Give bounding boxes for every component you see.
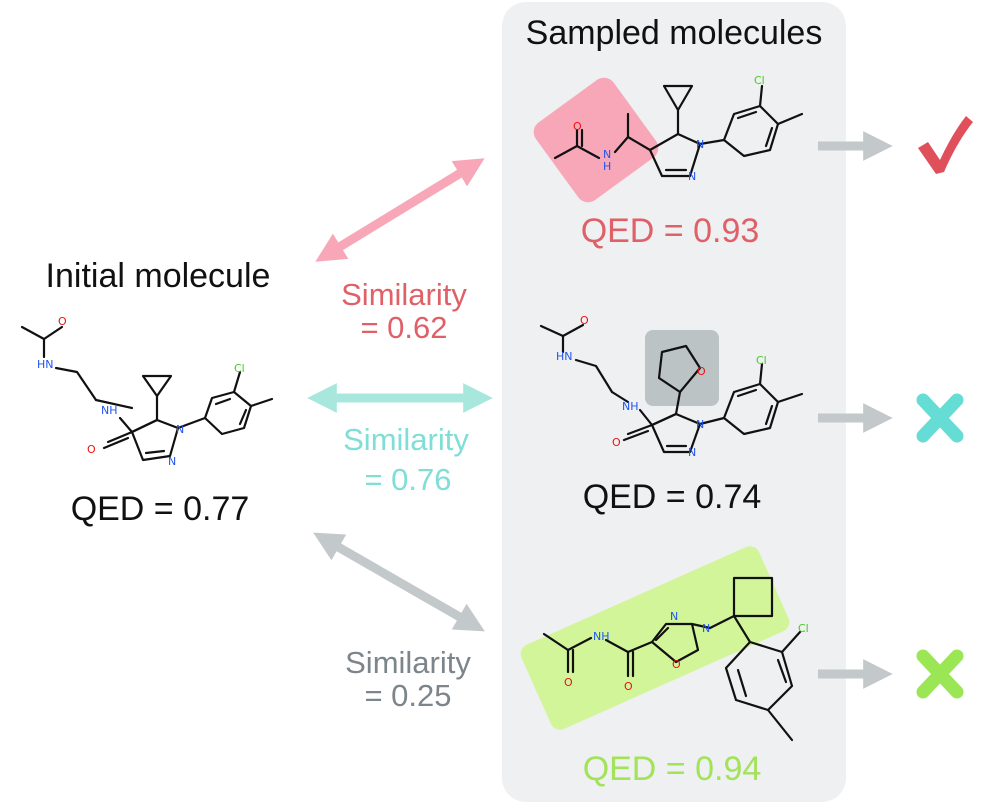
atom-n: N [603,148,611,161]
atom-hn: HN [556,350,573,363]
atom-cl: Cl [234,362,245,375]
atom-o: O [564,676,573,689]
atom-o: O [87,443,96,456]
atom-n: N [168,455,176,468]
sample-qed-2: QED = 0.74 [583,478,762,516]
cross-icon [916,393,964,443]
atom-n: N [702,622,710,635]
atom-nh: NH [622,400,639,413]
sample-molecule-2-structure: O HN NH O O N N Cl [539,314,804,459]
atom-h: H [603,160,611,173]
atom-o: O [573,120,582,133]
atom-n: N [696,138,704,151]
atom-nh: NH [101,404,118,417]
highlight-box-gray [645,330,719,406]
similarity-value-2: = 0.76 [364,462,451,497]
checkmark-icon [918,116,973,174]
similarity-value-3: = 0.25 [364,678,451,713]
atom-nh: NH [593,630,610,643]
atom-hn: HN [37,358,54,371]
initial-molecule-structure: O HN NH O N N Cl [20,315,274,468]
similarity-label-2: Similarity [343,422,469,457]
atom-o: O [612,436,621,449]
atom-n: N [176,423,184,436]
cross-icon [916,649,964,699]
sample-molecule-1-structure: O N H N N Cl [553,74,804,183]
atom-o: O [624,680,633,693]
atom-n: N [670,610,678,623]
similarity-arrow-top [315,158,485,262]
atom-o: O [580,314,589,327]
sample-qed-1: QED = 0.93 [581,212,760,250]
atom-o: O [58,315,67,328]
similarity-label-1: Similarity [341,277,467,312]
similarity-value-1: = 0.62 [360,310,447,345]
atom-cl: Cl [756,354,767,367]
atom-cl: Cl [798,622,809,635]
highlight-box-pink [533,77,659,203]
initial-molecule-title: Initial molecule [46,257,271,295]
atom-n: N [688,446,696,459]
atom-n: N [696,418,704,431]
atom-cl: Cl [754,74,765,87]
initial-qed: QED = 0.77 [71,490,250,528]
panel-title: Sampled molecules [526,14,823,52]
atom-n: N [688,170,696,183]
similarity-label-3: Similarity [345,645,471,680]
atom-o: O [672,658,681,671]
sample-qed-3: QED = 0.94 [583,750,762,788]
sample-molecule-3-structure: NH O O N N O Cl [542,576,809,742]
atom-o: O [697,365,706,378]
similarity-arrow-bottom [313,532,485,632]
